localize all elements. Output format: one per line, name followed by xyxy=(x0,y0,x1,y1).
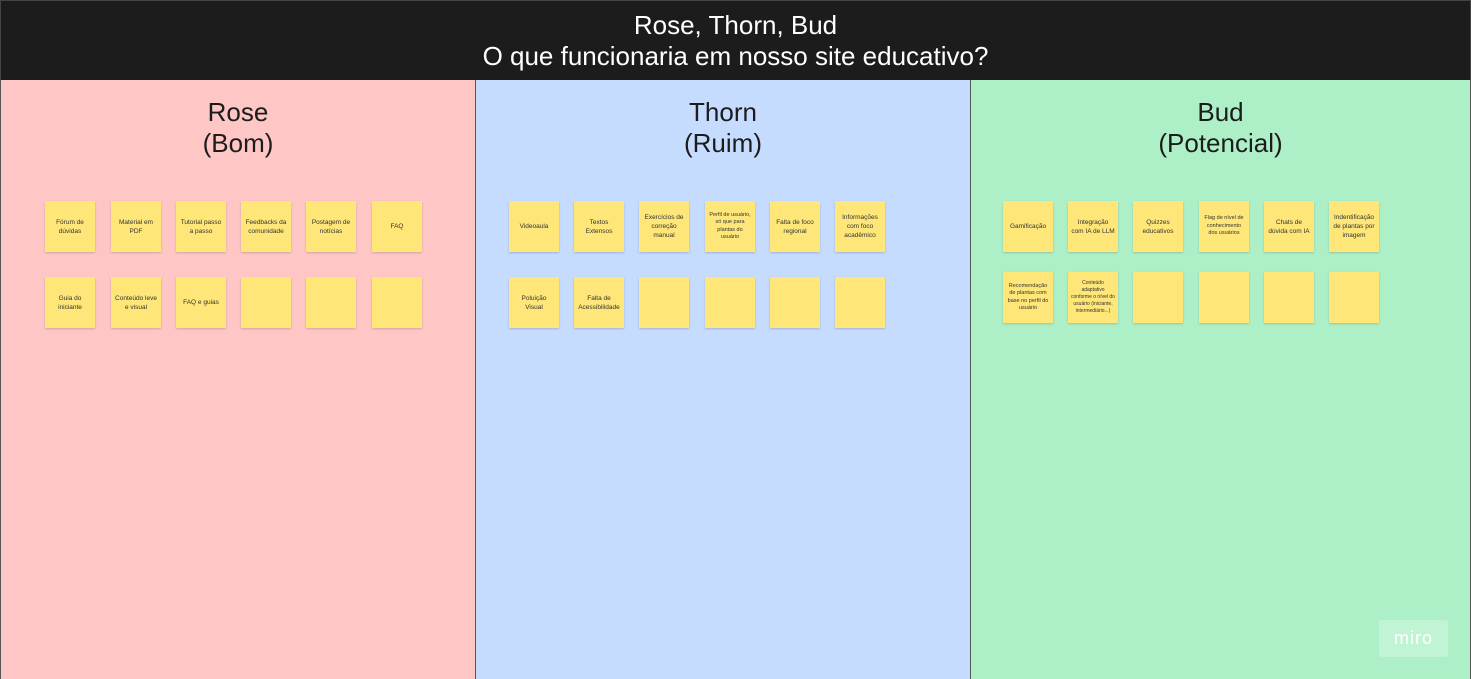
sticky-note-empty[interactable] xyxy=(1133,272,1183,323)
sticky-note-empty[interactable] xyxy=(306,277,356,328)
sticky-note[interactable]: Feedbacks da comunidade xyxy=(241,201,291,252)
bud-subtitle: (Potencial) xyxy=(1158,128,1283,158)
sticky-note-empty[interactable] xyxy=(835,277,885,328)
sticky-note-empty[interactable] xyxy=(770,277,820,328)
sticky-note[interactable]: Poluição Visual xyxy=(509,277,559,328)
sticky-note[interactable]: Conteúdo leve e visual xyxy=(111,277,161,328)
sticky-note[interactable]: Indentificação de plantas por imagem xyxy=(1329,201,1379,252)
sticky-note-empty[interactable] xyxy=(1329,272,1379,323)
sticky-note[interactable]: Perfil de usuário, só que para plantas d… xyxy=(705,201,755,252)
board-header: Rose, Thorn, Bud O que funcionaria em no… xyxy=(0,0,1471,81)
sticky-note[interactable]: Flag de nível de conhecimento dos usuári… xyxy=(1199,201,1249,252)
sticky-note-empty[interactable] xyxy=(372,277,422,328)
sticky-note-empty[interactable] xyxy=(1199,272,1249,323)
sticky-note-empty[interactable] xyxy=(639,277,689,328)
sticky-note[interactable]: Quizzes educativos xyxy=(1133,201,1183,252)
sticky-note[interactable]: Exercícios de correção manual xyxy=(639,201,689,252)
sticky-note[interactable]: Informações com foco acadêmico xyxy=(835,201,885,252)
rose-title: Rose xyxy=(207,97,269,127)
thorn-column-title: Thorn (Ruim) xyxy=(476,97,970,159)
bud-title: Bud xyxy=(1197,97,1244,127)
sticky-note[interactable]: FAQ xyxy=(372,201,422,252)
sticky-note[interactable]: Textos Extensos xyxy=(574,201,624,252)
sticky-note[interactable]: Tutorial passo a passo xyxy=(176,201,226,252)
sticky-note[interactable]: Integração com IA de LLM xyxy=(1068,201,1118,252)
thorn-title: Thorn xyxy=(689,97,757,127)
sticky-note[interactable]: Falta de Acessibilidade xyxy=(574,277,624,328)
rose-column[interactable]: Rose (Bom) Fórum de dúvidas Material em … xyxy=(0,80,476,679)
sticky-note[interactable]: Guia do iniciante xyxy=(45,277,95,328)
sticky-note[interactable]: FAQ e guias xyxy=(176,277,226,328)
sticky-note-empty[interactable] xyxy=(1264,272,1314,323)
thorn-subtitle: (Ruim) xyxy=(684,128,762,158)
sticky-note[interactable]: Fórum de dúvidas xyxy=(45,201,95,252)
sticky-note[interactable]: Recomendação de plantas com base no perf… xyxy=(1003,272,1053,323)
miro-logo: miro xyxy=(1379,620,1448,657)
board-subtitle: O que funcionaria em nosso site educativ… xyxy=(482,41,989,71)
bud-column-title: Bud (Potencial) xyxy=(971,97,1470,159)
thorn-column[interactable]: Thorn (Ruim) Videoaula Textos Extensos E… xyxy=(476,80,971,679)
board-title: Rose, Thorn, Bud xyxy=(633,10,838,40)
bud-column[interactable]: Bud (Potencial) Gamificação Integração c… xyxy=(971,80,1471,679)
rose-subtitle: (Bom) xyxy=(202,128,274,158)
sticky-note[interactable]: Chats de dúvida com IA xyxy=(1264,201,1314,252)
sticky-note[interactable]: Gamificação xyxy=(1003,201,1053,252)
sticky-note[interactable]: Postagem de notícias xyxy=(306,201,356,252)
sticky-note-empty[interactable] xyxy=(705,277,755,328)
sticky-note[interactable]: Material em PDF xyxy=(111,201,161,252)
sticky-note-empty[interactable] xyxy=(241,277,291,328)
sticky-note[interactable]: Falta de foco regional xyxy=(770,201,820,252)
sticky-note[interactable]: Conteúdo adaptativo conforme o nível do … xyxy=(1068,272,1118,323)
rose-column-title: Rose (Bom) xyxy=(1,97,475,159)
sticky-note[interactable]: Videoaula xyxy=(509,201,559,252)
